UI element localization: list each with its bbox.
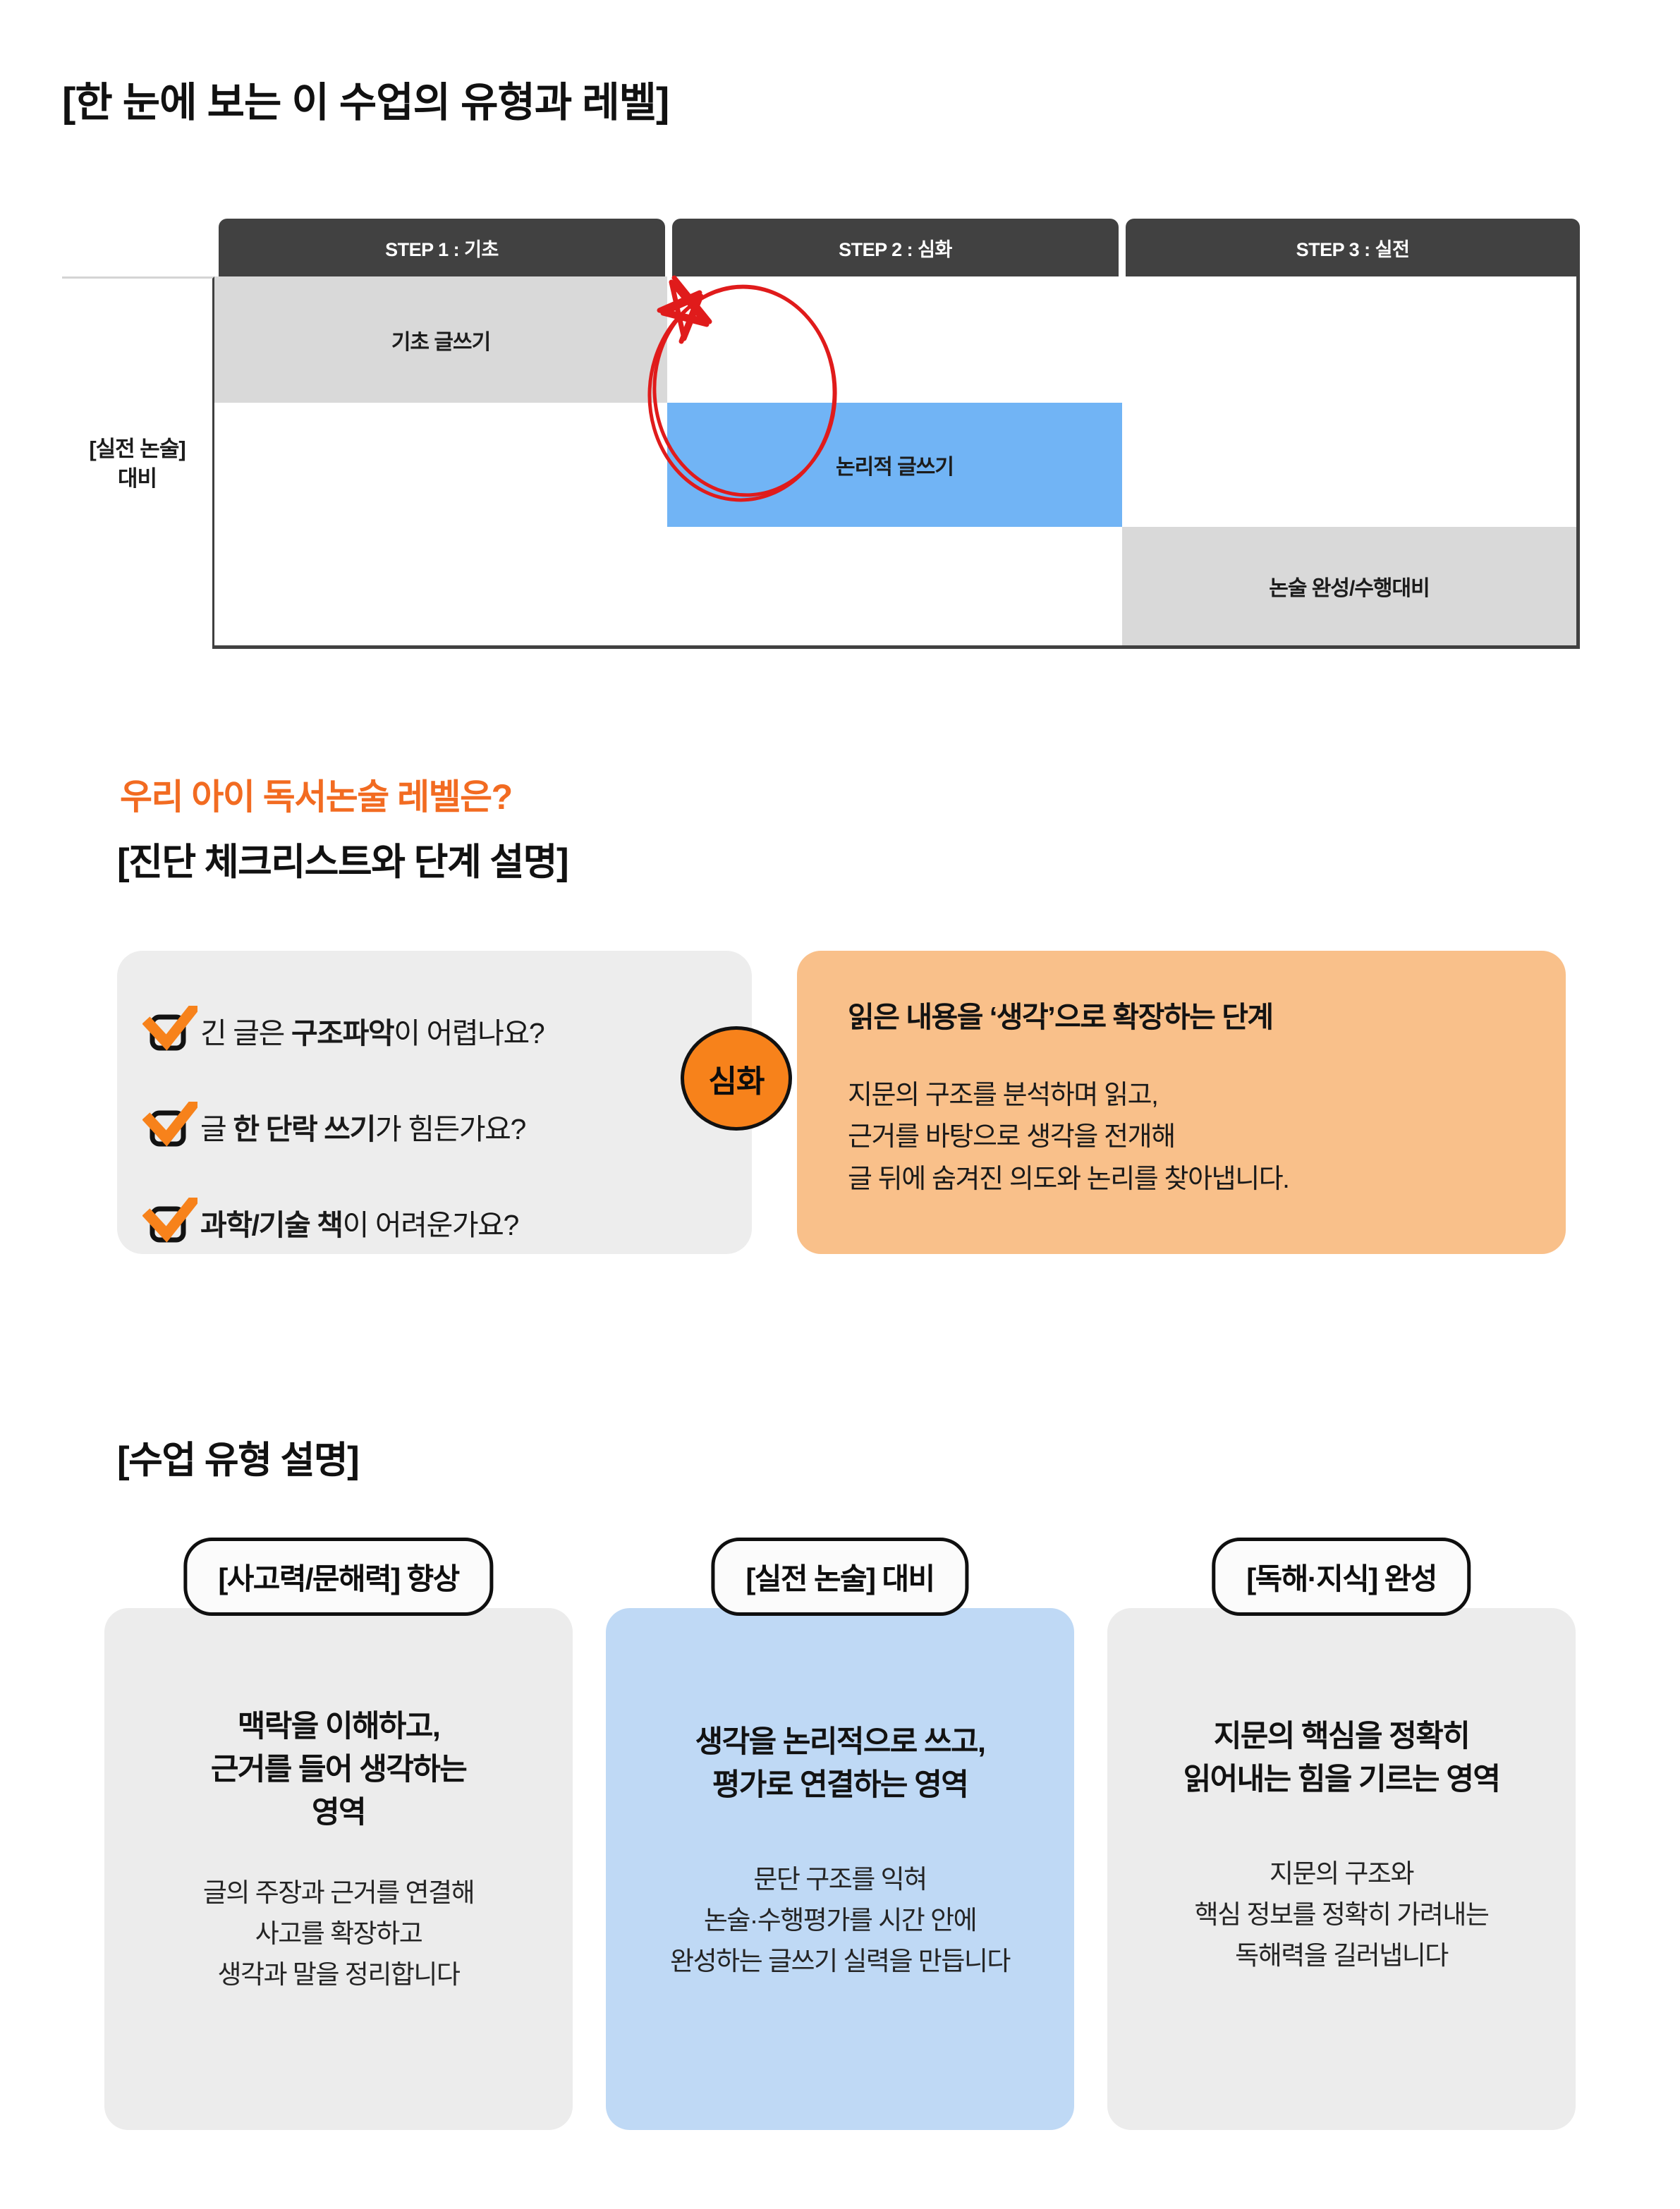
checkbox-checked-icon <box>142 1097 201 1151</box>
checkbox-checked-icon <box>142 1193 201 1247</box>
class-type-card-essay[interactable]: [실전 논술] 대비 생각을 논리적으로 쓰고, 평가로 연결하는 영역 문단 … <box>606 1538 1074 2130</box>
step-tab-2[interactable]: STEP 2 : 심화 <box>672 219 1119 276</box>
class-type-head: 생각을 논리적으로 쓰고, 평가로 연결하는 영역 <box>695 1725 986 1803</box>
page-title: [한 눈에 보는 이 수업의 유형과 레벨] <box>62 80 669 126</box>
level-badge: 심화 <box>681 1026 792 1131</box>
class-type-body: 지문의 구조와 핵심 정보를 정확히 가려내는 독해력을 길러냅니다 <box>1194 1859 1490 1970</box>
matrix-cell-completion[interactable]: 논술 완성/수행대비 <box>1122 527 1576 645</box>
class-type-badge: [사고력/문해력] 향상 <box>183 1538 494 1616</box>
level-matrix: STEP 1 : 기초 STEP 2 : 심화 STEP 3 : 실전 [실전 … <box>62 219 1580 649</box>
level-description-panel: 읽은 내용을 ‘생각’으로 확장하는 단계 지문의 구조를 분석하며 읽고, 근… <box>797 951 1566 1254</box>
class-type-head: 맥락을 이해하고, 근거를 들어 생각하는 영역 <box>210 1710 468 1830</box>
class-type-badge: [독해·지식] 완성 <box>1212 1538 1471 1616</box>
matrix-row-label: [실전 논술] 대비 <box>62 276 214 649</box>
checklist-item[interactable]: 긴 글은 구조파악이 어렵나요? <box>142 989 752 1072</box>
matrix-grid: 기초 글쓰기 논리적 글쓰기 논술 완성/수행대비 <box>214 275 1580 649</box>
class-type-card-reading[interactable]: [독해·지식] 완성 지문의 핵심을 정확히 읽어내는 힘을 기르는 영역 지문… <box>1107 1538 1576 2130</box>
matrix-step-header: STEP 1 : 기초 STEP 2 : 심화 STEP 3 : 실전 <box>219 219 1580 276</box>
section3-title: [수업 유형 설명] <box>117 1440 360 1481</box>
diagnosis-checklist: 긴 글은 구조파악이 어렵나요? 글 한 단락 쓰기가 힘든가요? 과학/기술 … <box>117 951 752 1254</box>
step-tab-3[interactable]: STEP 3 : 실전 <box>1126 219 1580 276</box>
class-type-body: 글의 주장과 근거를 연결해 사고를 확장하고 생각과 말을 정리합니다 <box>202 1878 475 1989</box>
checkbox-checked-icon <box>142 1001 201 1055</box>
class-type-badge: [실전 논술] 대비 <box>711 1538 969 1616</box>
class-type-head: 지문의 핵심을 정확히 읽어내는 힘을 기르는 영역 <box>1183 1720 1501 1797</box>
class-type-cards: [사고력/문해력] 향상 맥락을 이해하고, 근거를 들어 생각하는 영역 글의… <box>104 1538 1576 2130</box>
checklist-item-text: 과학/기술 책이 어려운가요? <box>200 1209 519 1241</box>
matrix-cell-basic[interactable]: 기초 글쓰기 <box>214 276 667 403</box>
checklist-item-text: 글 한 단락 쓰기가 힘든가요? <box>200 1113 526 1145</box>
level-panel-body: 지문의 구조를 분석하며 읽고, 근거를 바탕으로 생각을 전개해 글 뒤에 숨… <box>848 1081 1290 1194</box>
matrix-body: [실전 논술] 대비 기초 글쓰기 논리적 글쓰기 논술 완성/수행대비 <box>62 275 1580 649</box>
matrix-cell-logical-writing[interactable]: 논리적 글쓰기 <box>667 403 1122 527</box>
checklist-item[interactable]: 글 한 단락 쓰기가 힘든가요? <box>142 1085 752 1168</box>
section2-kicker: 우리 아이 독서논술 레벨은? <box>120 777 513 817</box>
step-tab-1[interactable]: STEP 1 : 기초 <box>219 219 665 276</box>
level-panel-title: 읽은 내용을 ‘생각’으로 확장하는 단계 <box>848 1001 1274 1033</box>
class-type-card-thinking[interactable]: [사고력/문해력] 향상 맥락을 이해하고, 근거를 들어 생각하는 영역 글의… <box>104 1538 573 2130</box>
section2-title: [진단 체크리스트와 단계 설명] <box>117 841 569 883</box>
checklist-item-text: 긴 글은 구조파악이 어렵나요? <box>200 1017 545 1049</box>
checklist-item[interactable]: 과학/기술 책이 어려운가요? <box>142 1181 752 1264</box>
class-type-body: 문단 구조를 익혀 논술·수행평가를 시간 안에 완성하는 글쓰기 실력을 만듭… <box>670 1865 1011 1976</box>
matrix-row-label-text: [실전 논술] 대비 <box>89 436 185 491</box>
